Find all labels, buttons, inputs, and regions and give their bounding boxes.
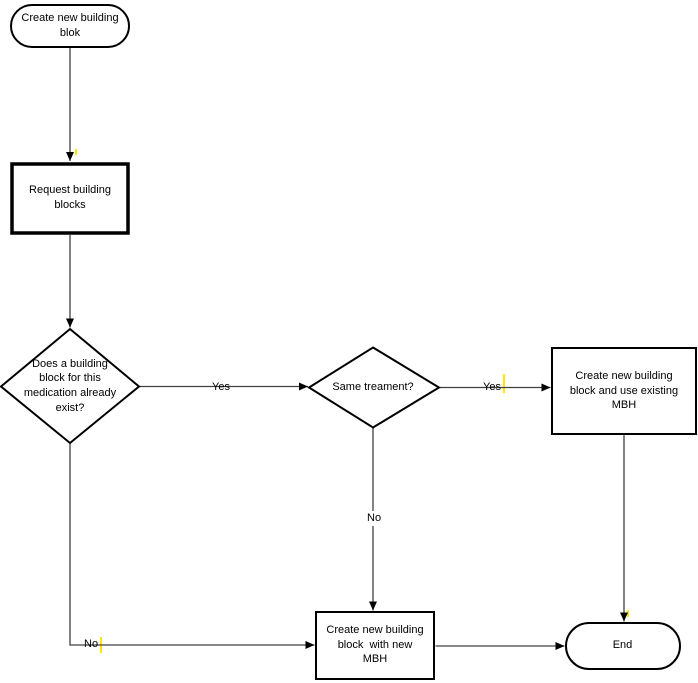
start-terminator[interactable]: [10, 4, 130, 48]
start-terminator-label: Create new building blok: [21, 12, 119, 39]
end-terminator-label: End: [612, 638, 633, 651]
edge-label-yes-2: Yes: [483, 381, 501, 393]
edge-exists-new-mbh[interactable]: [69, 443, 315, 649]
new-mbh-process-label: Create new building block with new MBH: [326, 624, 424, 666]
edge-label-yes-1: Yes: [212, 381, 230, 393]
text-cursor-yes-2: [503, 374, 505, 393]
exists-decision[interactable]: [0, 327, 141, 445]
exists-decision-label: Does a building block for this medicatio…: [23, 357, 117, 414]
edge-label-no-1: No: [364, 511, 385, 526]
edge-label-no-2: No: [84, 638, 99, 650]
new-mbh-process[interactable]: [315, 611, 435, 680]
text-cursor-end-arrow: [627, 610, 629, 617]
same-treatment-decision[interactable]: [307, 346, 441, 429]
end-terminator[interactable]: [565, 622, 681, 670]
text-cursor-request-arrow: [75, 149, 77, 155]
use-existing-process[interactable]: [551, 347, 697, 435]
request-process-label: Request building blocks: [29, 183, 111, 211]
same-treatment-decision-label: Same treament?: [332, 381, 414, 394]
request-process[interactable]: [10, 162, 130, 235]
use-existing-process-label: Create new building block and use existi…: [569, 370, 679, 412]
